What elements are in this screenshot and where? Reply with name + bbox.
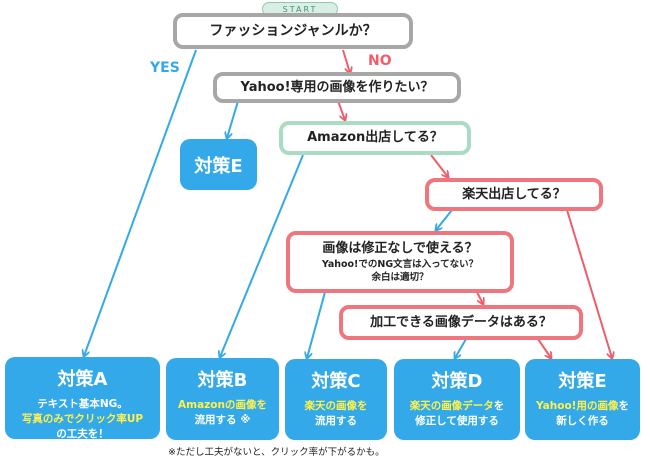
strategy-d-line1-highlight: 楽天の画像データ: [409, 400, 494, 412]
question-rakuten-store-text: 楽天出店してる？: [462, 186, 566, 202]
footnote: ※ただし工夫がないと、クリック率が下がるかも。: [168, 447, 385, 458]
arrow-yes-to-a: [84, 49, 197, 356]
strategy-b-line2: 流用する ※: [194, 414, 251, 427]
question-amazon-store: Amazon出店してる？: [279, 121, 471, 155]
strategy-d-line1: 楽天の画像データを: [410, 399, 505, 414]
question-yahoo-only-image-text: Yahoo!専用の画像を作りたい？: [240, 79, 434, 95]
strategy-e-title: 対策E: [558, 371, 607, 392]
strategy-b-card: 対策B Amazonの画像を 流用する ※: [166, 358, 279, 440]
question-fashion-genre-text: ファッションジャンルか？: [209, 22, 377, 39]
question-fashion-genre: ファッションジャンルか？: [173, 13, 413, 49]
strategy-e-line1-suffix: を: [618, 400, 629, 412]
strategy-a-card: 対策A テキスト基本NG。 写真のみでクリック率UP の工夫を！: [5, 357, 160, 441]
strategy-a-line2: 写真のみでクリック率UP: [21, 413, 144, 426]
question-image-usable-sub2: 余白は適切？: [371, 271, 429, 283]
question-yahoo-only-image: Yahoo!専用の画像を作りたい？: [213, 72, 461, 103]
question-rakuten-store: 楽天出店してる？: [425, 178, 603, 211]
strategy-b-line1: Amazonの画像を: [178, 399, 267, 411]
strategy-a-line3: の工夫を！: [56, 428, 109, 441]
arrow-no-to-q2: [342, 49, 350, 73]
question-editable-data: 加工できる画像データはある？: [339, 305, 583, 340]
question-editable-data-text: 加工できる画像データはある？: [370, 314, 552, 330]
arrow-q5-to-c: [307, 291, 326, 358]
question-image-usable-sub1: Yahoo!でのNG文言は入ってない？: [321, 259, 479, 271]
question-image-usable: 画像は修正なしで使える？ Yahoo!でのNG文言は入ってない？ 余白は適切？: [286, 231, 514, 293]
arrow-q6-to-e: [537, 338, 551, 358]
strategy-c-line2: 流用する: [315, 415, 357, 428]
arrow-q4-to-q5: [436, 209, 453, 230]
strategy-e-small-title: 対策E: [194, 155, 243, 177]
arrow-q6-to-d: [455, 338, 467, 358]
arrow-q2-to-q3: [337, 100, 345, 120]
arrow-q3-to-b: [220, 154, 304, 357]
strategy-c-title: 対策C: [311, 371, 361, 392]
branch-label-no: NO: [368, 53, 392, 69]
strategy-c-line1: 楽天の画像を: [304, 400, 368, 412]
question-amazon-store-text: Amazon出店してる？: [307, 130, 443, 146]
strategy-e-card: 対策E Yahoo!用の画像を 新しく作る: [525, 359, 640, 440]
strategy-d-title: 対策D: [431, 371, 483, 392]
strategy-a-line1: テキスト基本NG。: [37, 398, 128, 410]
arrow-q5-to-q6: [476, 291, 483, 304]
arrow-q4-to-e: [566, 209, 612, 358]
strategy-e-small: 対策E: [180, 139, 257, 190]
strategy-d-line2: 修正して使用する: [415, 415, 499, 428]
branch-label-yes: YES: [150, 60, 180, 76]
strategy-e-line2: 新しく作る: [556, 415, 609, 428]
strategy-d-line1-suffix: を: [493, 400, 505, 412]
strategy-c-card: 対策C 楽天の画像を 流用する: [285, 359, 387, 440]
strategy-e-line1-highlight: Yahoo!用の画像: [536, 400, 619, 412]
arrow-q2-to-e-small: [227, 100, 239, 138]
strategy-e-line1: Yahoo!用の画像を: [536, 399, 629, 414]
arrow-q3-to-q4: [430, 154, 448, 177]
strategy-d-card: 対策D 楽天の画像データを 修正して使用する: [394, 359, 520, 440]
strategy-b-title: 対策B: [197, 370, 248, 391]
strategy-a-title: 対策A: [57, 369, 108, 390]
question-image-usable-main: 画像は修正なしで使える？: [322, 240, 478, 256]
